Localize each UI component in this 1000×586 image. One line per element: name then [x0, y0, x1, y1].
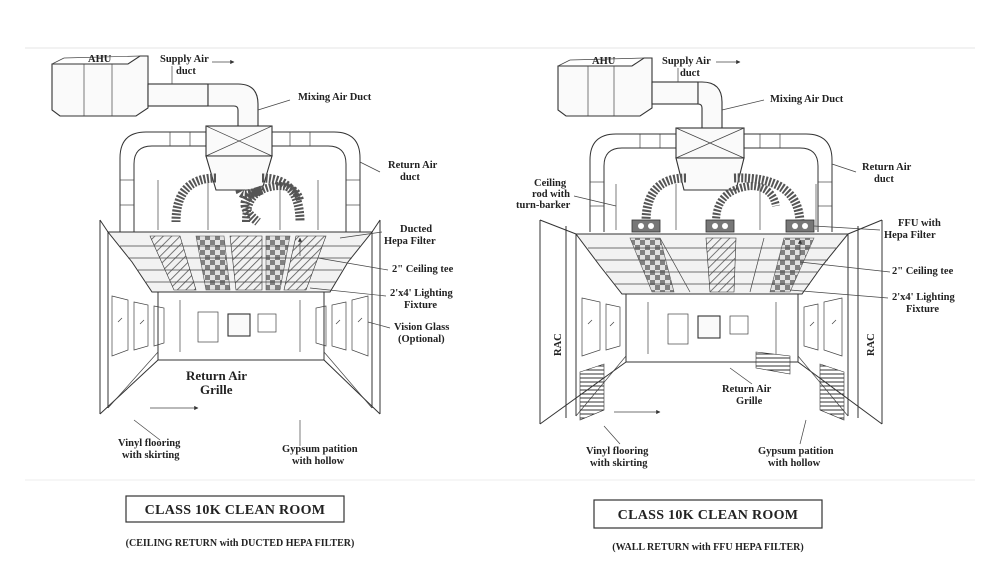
right-grille-label-2: Grille	[736, 396, 763, 407]
right-vinyl-label-1: Vinyl flooring	[586, 446, 649, 457]
left-hanger-rods	[157, 180, 319, 230]
right-ceiling-grid	[575, 233, 850, 295]
right-gypsum-label-1: Gypsum patition	[758, 446, 834, 457]
left-vinyl-label-2: with skirting	[122, 450, 180, 461]
left-title-box	[125, 495, 345, 523]
left-gypsum-label-1: Gypsum patition	[282, 444, 358, 455]
right-subtitle: (WALL RETURN with FFU HEPA FILTER)	[612, 542, 803, 553]
right-supply-duct-label: duct	[680, 68, 700, 79]
right-supply-air-label: Supply Air	[662, 56, 711, 67]
left-lighting-label-2: Fixture	[404, 300, 437, 311]
left-vinyl-label-1: Vinyl flooring	[118, 438, 181, 449]
right-wall-windows	[581, 297, 843, 357]
left-vision-label-1: Vision Glass	[394, 322, 449, 333]
left-mixing-box	[205, 125, 273, 191]
left-supply-duct	[207, 83, 259, 127]
left-room-walls	[99, 219, 381, 415]
left-title: CLASS 10K CLEAN ROOM	[145, 503, 326, 518]
right-clean-room-diagram: AHU Supply Air duct Mixing Air Duct Retu…	[516, 56, 955, 553]
right-ceiling-tee-label: 2" Ceiling tee	[892, 266, 954, 277]
left-return-duct-label-2: duct	[400, 172, 420, 183]
left-ahu-unit	[51, 55, 209, 117]
right-ahu-unit	[557, 57, 699, 117]
right-mixing-box	[675, 127, 745, 191]
left-grille-label-2: Grille	[200, 382, 233, 397]
left-lighting-label-1: 2'x4' Lighting	[390, 288, 453, 299]
right-filter-label-1: FFU with	[898, 218, 941, 229]
left-return-duct-label-1: Return Air	[388, 160, 438, 171]
right-return-grilles	[579, 351, 845, 421]
right-ahu-label: AHU	[592, 56, 616, 67]
right-return-duct	[589, 133, 833, 232]
right-filter-label-2: Hepa Filter	[884, 230, 936, 241]
right-mixing-duct-label: Mixing Air Duct	[770, 94, 844, 105]
right-rac-left-label: RAC	[553, 333, 564, 356]
right-hanger-rods	[615, 184, 817, 230]
left-filter-label-2: Hepa Filter	[384, 236, 436, 247]
right-title-box	[593, 499, 823, 529]
right-leader-lines	[573, 59, 891, 445]
left-grille-label-1: Return Air	[186, 368, 247, 383]
left-flex-ducts	[171, 173, 305, 226]
right-return-duct-label-1: Return Air	[862, 162, 912, 173]
left-supply-duct-label: duct	[176, 66, 196, 77]
left-return-duct	[119, 131, 361, 232]
right-return-duct-label-2: duct	[874, 174, 894, 185]
right-ceiling-rod-label-3: turn-barker	[516, 200, 571, 211]
left-filter-label-1: Ducted	[400, 224, 432, 235]
left-wall-windows	[111, 295, 369, 357]
left-mixing-duct-label: Mixing Air Duct	[298, 92, 372, 103]
right-lighting-label-2: Fixture	[906, 304, 939, 315]
right-lighting-label-1: 2'x4' Lighting	[892, 292, 955, 303]
left-ceiling-grid	[106, 231, 374, 293]
right-gypsum-label-2: with hollow	[768, 458, 821, 469]
left-supply-air-label: Supply Air	[160, 54, 209, 65]
right-title: CLASS 10K CLEAN ROOM	[618, 508, 799, 523]
right-supply-duct	[697, 81, 723, 129]
left-leader-lines	[133, 59, 391, 446]
right-vinyl-label-2: with skirting	[590, 458, 648, 469]
right-flex-ducts	[641, 173, 805, 223]
right-rac-right-label: RAC	[866, 333, 877, 356]
right-ffu-units	[631, 219, 815, 233]
left-subtitle: (CEILING RETURN with DUCTED HEPA FILTER)	[126, 538, 355, 549]
left-ahu-label: AHU	[88, 54, 112, 65]
right-ceiling-rod-label-1: Ceiling	[534, 178, 567, 189]
left-ceiling-tee-label: 2" Ceiling tee	[392, 264, 454, 275]
left-clean-room-diagram: AHU Supply Air duct Mixing Air Duct Retu…	[51, 54, 454, 549]
right-grille-label-1: Return Air	[722, 384, 772, 395]
right-ceiling-rod-label-2: rod with	[532, 189, 570, 200]
left-gypsum-label-2: with hollow	[292, 456, 345, 467]
left-vision-label-2: (Optional)	[398, 334, 445, 345]
